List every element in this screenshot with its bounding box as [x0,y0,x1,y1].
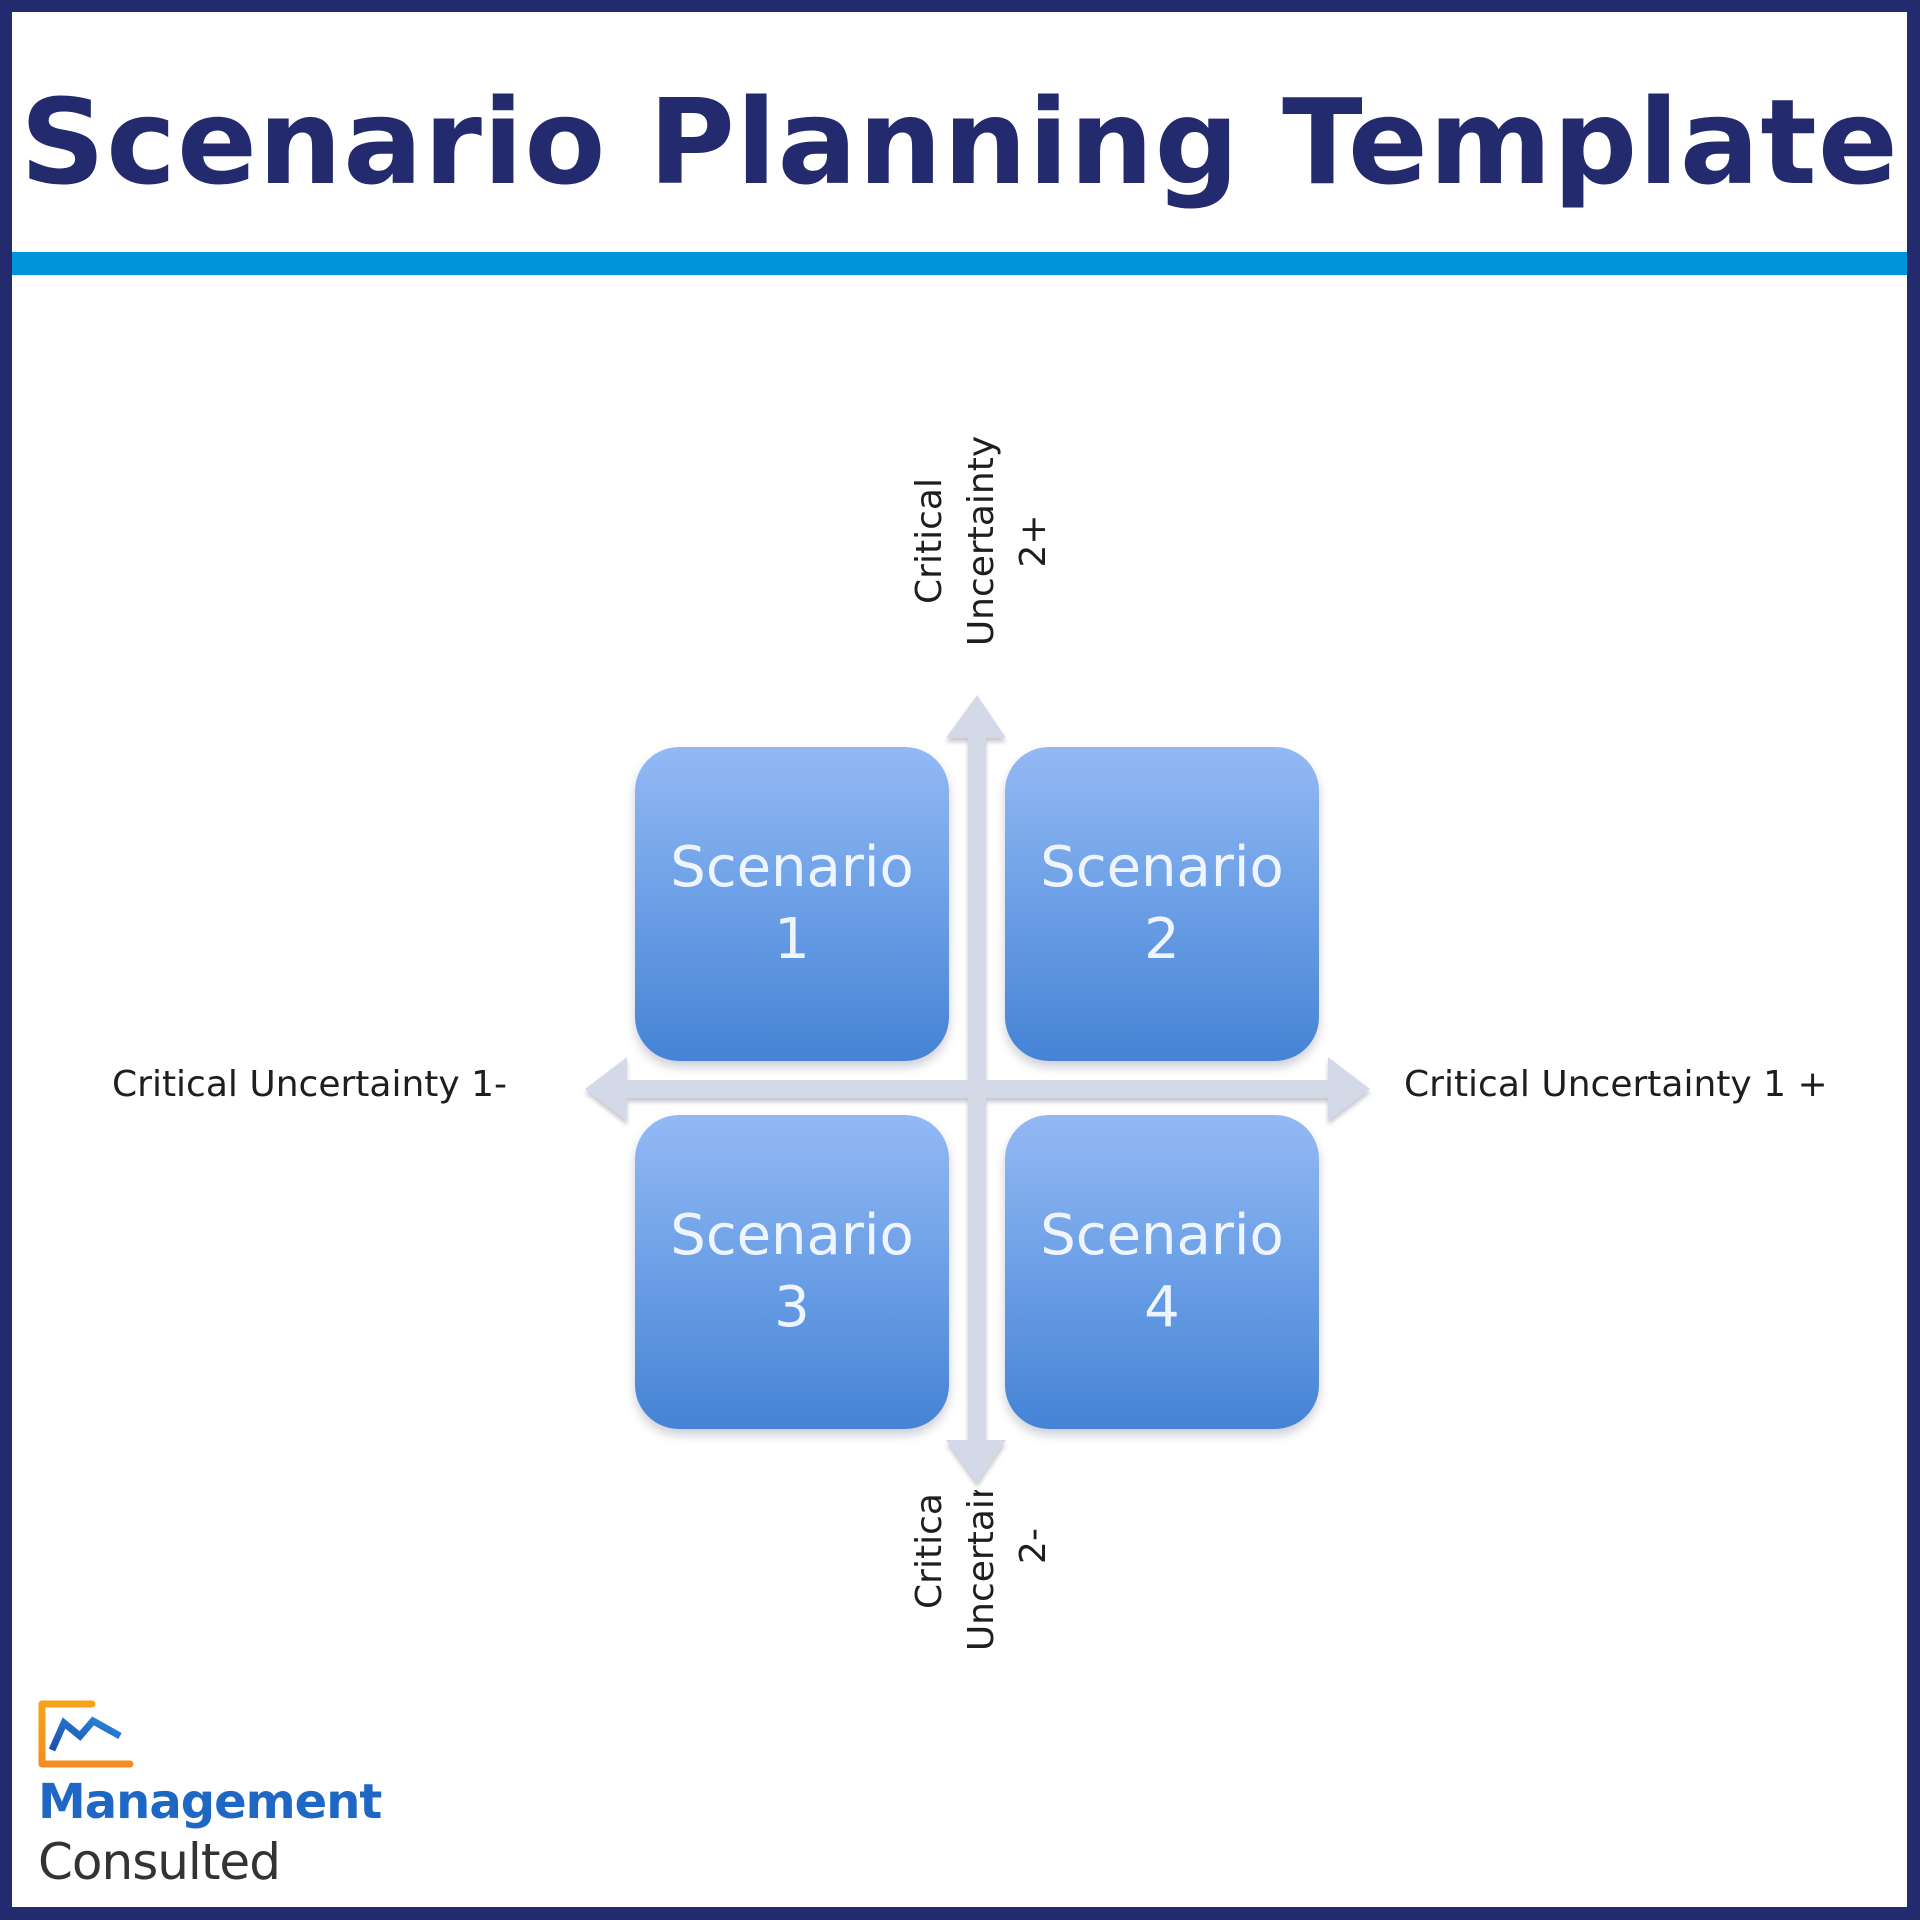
axis-label-left: Critical Uncertainty 1- [112,1064,508,1105]
scenario-number: 3 [774,1275,810,1340]
axis-label-top-line1: Critical [909,478,950,604]
scenario-label: Scenario [670,835,914,900]
horizontal-axis-arrow [585,1057,1370,1121]
scenario-label: Scenario [1040,1203,1284,1268]
title-divider-bar [12,252,1907,275]
axis-label-bottom-line1: Critical [909,1490,950,1609]
axis-label-top-line3: 2+ [1013,514,1054,568]
scenario-box-2[interactable]: Scenario 2 [1005,747,1319,1061]
scenario-number: 1 [774,907,810,972]
axis-label-bottom-line2: Uncertainty [961,1490,1002,1652]
scenario-box-3[interactable]: Scenario 3 [635,1115,949,1429]
scenario-label: Scenario [1040,835,1284,900]
logo-text-management: Management [38,1774,382,1830]
logo-text-consulted: Consulted [38,1833,281,1891]
scenario-box-4[interactable]: Scenario 4 [1005,1115,1319,1429]
page-title: Scenario Planning Template [20,73,1899,211]
axis-label-bottom-line3: 2- [1013,1528,1054,1564]
axis-label-top-line2: Uncertainty [961,435,1002,647]
scenario-number: 4 [1144,1275,1180,1340]
axis-label-right: Critical Uncertainty 1 + [1404,1064,1828,1105]
scenario-label: Scenario [670,1203,914,1268]
axis-label-top: Critical Uncertainty 2+ [904,421,1060,661]
axis-label-bottom-clip: Critical Uncertainty 2- [880,1490,1080,1718]
axis-label-bottom: Critical Uncertainty 2- [904,1490,1060,1666]
scenario-number: 2 [1144,907,1180,972]
scenario-box-1[interactable]: Scenario 1 [635,747,949,1061]
chart-line-icon [38,1700,134,1768]
